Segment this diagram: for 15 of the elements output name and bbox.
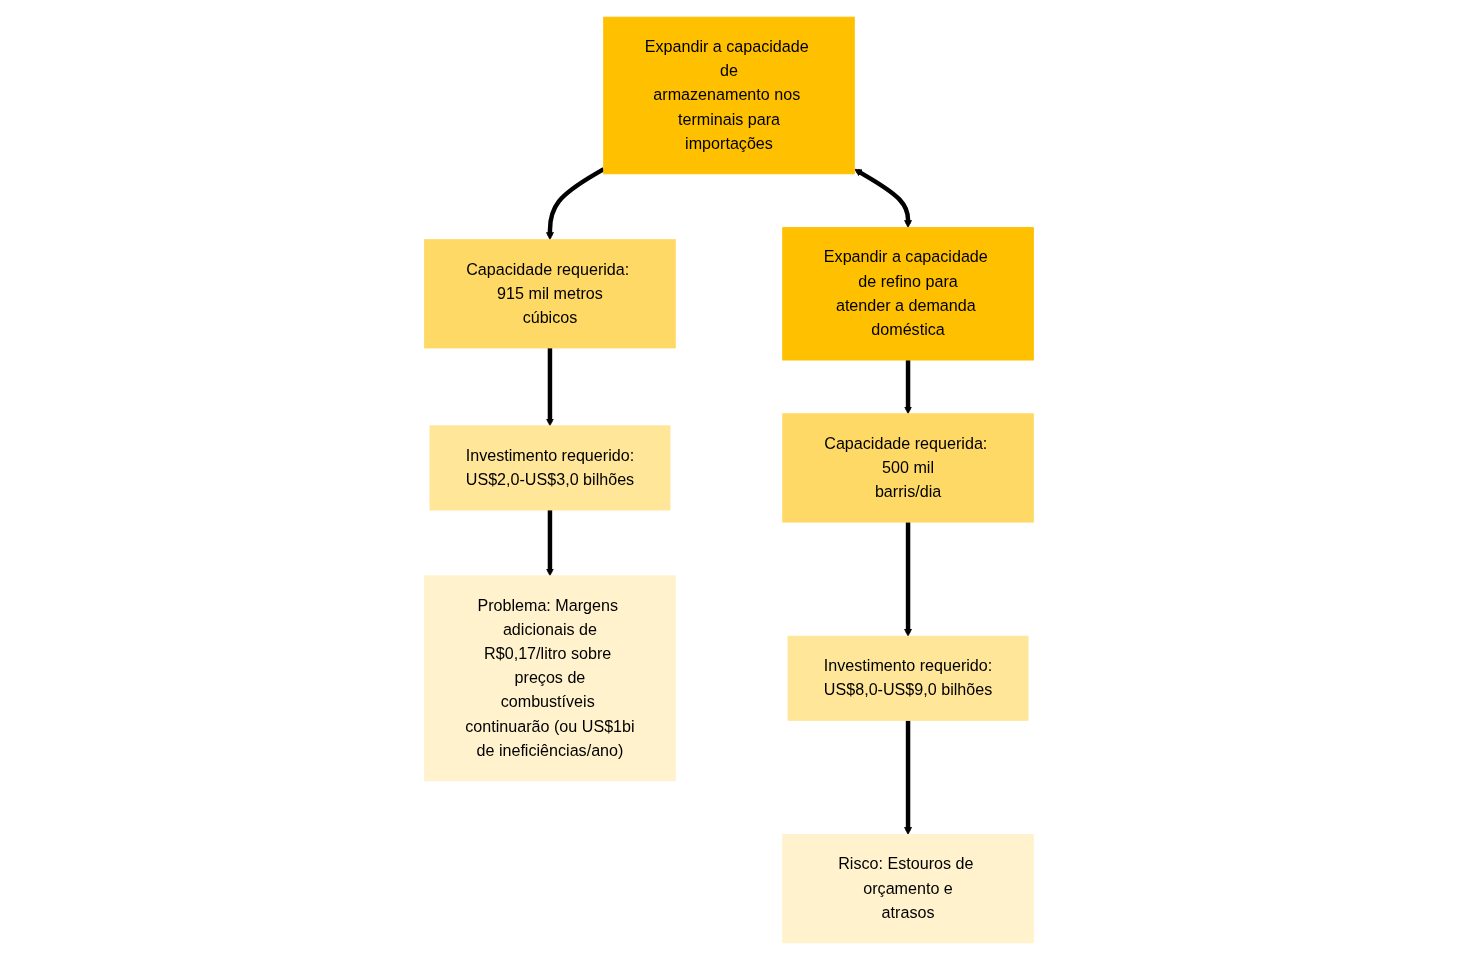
node-box: Risco: Estouros de orçamento e atrasos: [781, 834, 1034, 944]
node-box: Capacidade requerida: 915 mil metros cúbicos: [423, 239, 676, 349]
arrow: [853, 168, 912, 228]
node-box: Expandir a capacidade de armazenamento nos terminais para importações: [602, 16, 855, 175]
arrow: [545, 510, 554, 577]
arrow: [903, 522, 912, 637]
arrow: [545, 167, 605, 240]
node-box: Investimento requerido: US$2,0-US$3,0 bilhões: [429, 425, 670, 511]
arrow: [545, 347, 554, 427]
arrow: [903, 360, 912, 415]
node-box: Investimento requerido: US$8,0-US$9,0 bilhões: [787, 635, 1028, 721]
node-box: Problema: Margens adicionais de R$0,17/litro sobre preços de combustíveis continuarão (ou US$1bi de ineficiências/ano): [423, 575, 676, 782]
node-box: Capacidade requerida: 500 mil barris/dia: [781, 413, 1034, 523]
node-box: Expandir a capacidade de refino para atender a demanda doméstica: [781, 227, 1034, 361]
arrow: [903, 720, 912, 835]
